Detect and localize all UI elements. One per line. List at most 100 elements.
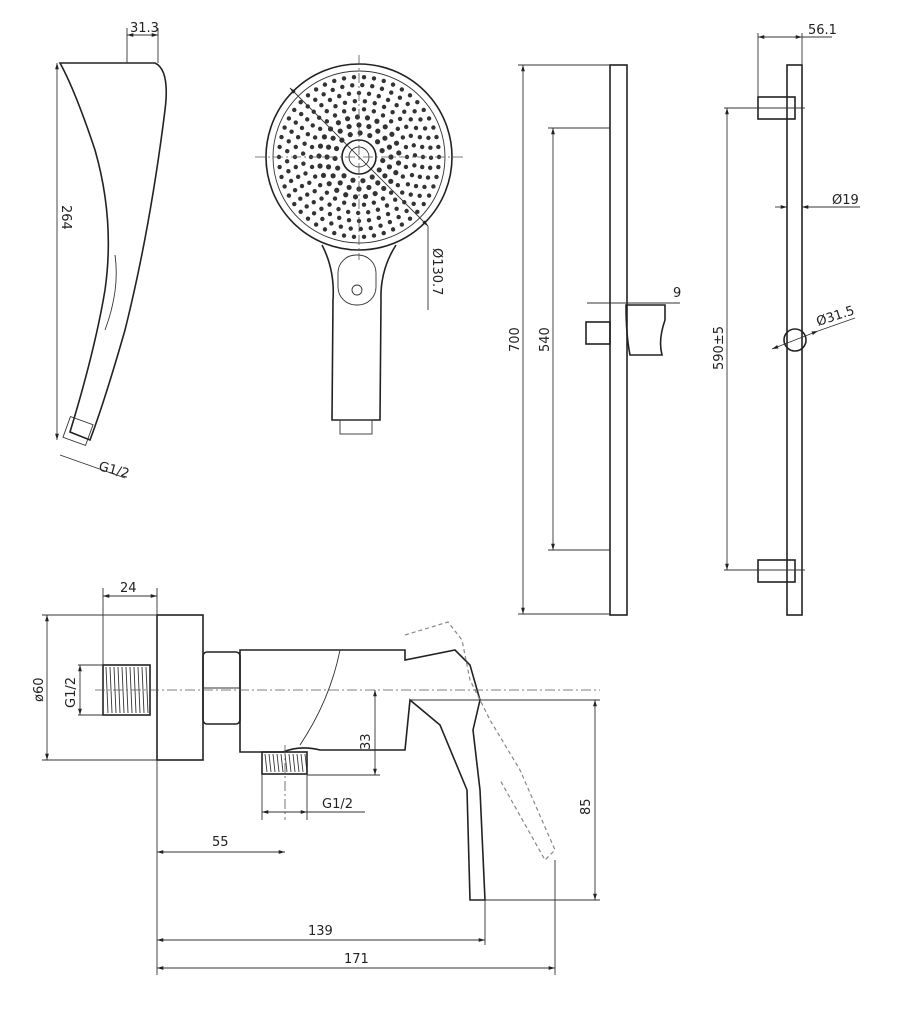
outlet-thread-label: G1/2 <box>322 797 353 812</box>
nozzle <box>277 144 282 150</box>
bracket-centres-label: 590±5 <box>712 326 727 370</box>
nozzle <box>385 211 391 217</box>
nozzle <box>307 180 312 185</box>
nozzle <box>337 128 343 134</box>
nozzle <box>361 74 367 80</box>
nozzle <box>299 125 305 131</box>
nozzle <box>355 210 361 216</box>
nozzle <box>404 124 409 130</box>
nozzle <box>332 230 337 236</box>
nozzle <box>305 93 311 98</box>
nozzle <box>327 97 333 103</box>
nozzle <box>324 108 329 114</box>
overall-length-label: 171 <box>344 952 369 967</box>
nozzle <box>394 206 399 211</box>
nozzle <box>284 159 290 164</box>
rail-depth-label: 56.1 <box>808 23 837 38</box>
nozzle <box>338 224 344 229</box>
nozzle <box>413 183 419 189</box>
nozzle <box>403 144 409 150</box>
nozzle <box>408 192 413 197</box>
nozzle <box>295 174 301 179</box>
nozzle <box>371 200 377 205</box>
nozzle <box>317 163 323 169</box>
nozzle <box>344 116 351 122</box>
nozzle <box>342 100 348 105</box>
handshower-thread-label: G1/2 <box>97 459 131 482</box>
nozzle <box>379 148 385 154</box>
nozzle <box>380 157 386 164</box>
flange-depth-label: 24 <box>120 581 137 596</box>
thread-line <box>272 753 276 773</box>
thread-line <box>276 753 280 773</box>
handshower-length-label: 264 <box>58 205 73 230</box>
nozzle <box>325 144 332 150</box>
nozzle <box>311 211 317 216</box>
nozzle <box>386 144 393 150</box>
slide-range-label: 540 <box>538 327 553 352</box>
nozzle <box>396 150 402 156</box>
nozzle <box>285 149 290 154</box>
handshower-front-view: Ø130.7 <box>255 55 463 435</box>
nozzle <box>309 144 315 150</box>
nozzle <box>334 187 340 193</box>
nozzle <box>312 135 318 140</box>
nozzle <box>348 226 353 231</box>
nozzle <box>362 193 369 200</box>
nozzle <box>426 135 431 141</box>
nozzle <box>413 125 419 131</box>
nozzle <box>422 126 428 131</box>
nozzle <box>316 153 322 159</box>
nozzle <box>393 140 400 146</box>
thread-line <box>141 666 145 714</box>
nozzle <box>282 125 287 130</box>
nozzle <box>381 104 387 110</box>
nozzle <box>309 164 315 170</box>
nozzle <box>412 163 417 168</box>
nozzle <box>365 210 371 215</box>
body-length-label: 139 <box>308 924 333 939</box>
outlet-offset-label: 55 <box>212 835 229 850</box>
nozzle <box>400 190 405 195</box>
nozzle <box>371 76 377 81</box>
nozzle <box>286 116 292 121</box>
nozzle <box>335 165 341 171</box>
nozzle <box>420 164 425 170</box>
nozzle <box>322 227 328 232</box>
thread-line <box>284 753 288 773</box>
nozzle <box>305 216 311 221</box>
nozzle <box>399 87 405 92</box>
nozzle <box>335 120 341 126</box>
nozzle <box>412 109 417 114</box>
nozzle <box>380 113 386 118</box>
nozzle <box>394 103 399 108</box>
nozzle <box>279 174 284 180</box>
nozzle <box>332 78 337 84</box>
nozzle <box>427 165 433 170</box>
nozzle <box>426 116 432 121</box>
nozzle <box>372 190 378 197</box>
nozzle <box>337 215 342 221</box>
nozzle <box>350 83 355 88</box>
nozzle <box>341 173 347 179</box>
nozzle <box>321 92 326 97</box>
nozzle <box>360 178 366 184</box>
nozzle <box>397 116 403 122</box>
nozzle <box>407 216 413 221</box>
mixer-side-view: 24 ø60 G1/2 33 G1/2 55 85 139 171 <box>32 581 600 975</box>
nozzle <box>396 214 401 220</box>
nozzle <box>361 234 367 240</box>
nozzle <box>370 84 375 89</box>
nozzle <box>404 208 409 214</box>
nozzle <box>333 145 340 152</box>
nozzle <box>402 109 407 114</box>
nozzle <box>431 184 436 189</box>
nozzle <box>298 196 303 201</box>
nozzle <box>332 113 338 118</box>
slider-label: 9 <box>673 286 681 301</box>
nozzle <box>367 132 373 139</box>
nozzle <box>351 74 357 80</box>
nozzle <box>319 196 324 201</box>
nozzle <box>305 192 310 197</box>
nozzle <box>388 119 394 124</box>
